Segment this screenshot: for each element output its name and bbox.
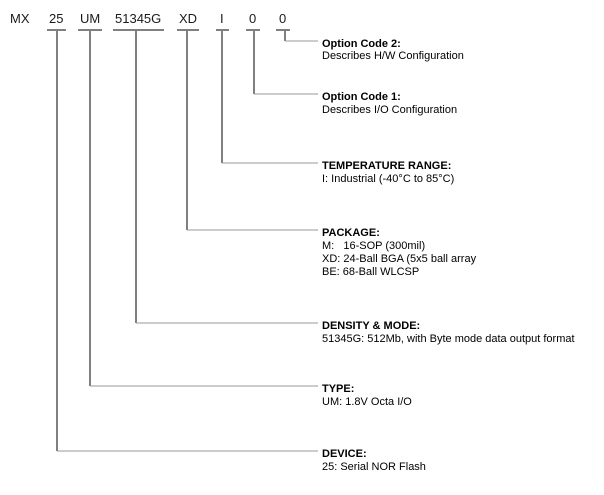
- field-option-code-1: Option Code 1: Describes I/O Configurati…: [322, 91, 457, 116]
- field-title: PACKAGE:: [322, 227, 380, 239]
- field-description: M: 16-SOP (300mil): [322, 240, 425, 252]
- field-description: UM: 1.8V Octa I/O: [322, 396, 412, 408]
- leader-density: [135, 31, 318, 324]
- segment-option-code-1: 0: [249, 11, 256, 26]
- field-title: TYPE:: [322, 383, 354, 395]
- field-description: 51345G: 512Mb, with Byte mode data outpu…: [322, 333, 575, 345]
- field-title: DENSITY & MODE:: [322, 320, 420, 332]
- field-title: DEVICE:: [322, 448, 367, 460]
- field-temperature-range: TEMPERATURE RANGE: I: Industrial (-40°C …: [322, 160, 454, 185]
- segment-prefix: MX: [10, 11, 30, 26]
- segment-option-code-2: 0: [279, 11, 286, 26]
- leader-device: [56, 31, 318, 452]
- field-description: Describes H/W Configuration: [322, 50, 464, 62]
- field-device: DEVICE: 25: Serial NOR Flash: [322, 448, 426, 473]
- field-package: PACKAGE: M: 16-SOP (300mil) XD: 24-Ball …: [322, 227, 477, 278]
- leader-package: [186, 31, 318, 231]
- segment-type: UM: [80, 11, 100, 26]
- field-description: 25: Serial NOR Flash: [322, 461, 426, 473]
- field-description: XD: 24-Ball BGA (5x5 ball array: [322, 253, 477, 265]
- leader-option-code-1: [253, 31, 318, 95]
- field-description: BE: 68-Ball WLCSP: [322, 266, 419, 278]
- segment-device: 25: [49, 11, 63, 26]
- leader-temperature: [221, 31, 318, 164]
- field-density-mode: DENSITY & MODE: 51345G: 512Mb, with Byte…: [322, 320, 575, 345]
- segment-temperature: I: [220, 11, 224, 26]
- leader-option-code-2: [284, 31, 318, 42]
- field-option-code-2: Option Code 2: Describes H/W Configurati…: [322, 38, 464, 62]
- segment-density: 51345G: [115, 11, 161, 26]
- field-title: Option Code 2:: [322, 38, 401, 50]
- field-title: Option Code 1:: [322, 91, 401, 103]
- leader-type: [89, 31, 318, 387]
- field-title: TEMPERATURE RANGE:: [322, 160, 451, 172]
- segment-package: XD: [179, 11, 197, 26]
- field-description: Describes I/O Configuration: [322, 104, 457, 116]
- field-description: I: Industrial (-40°C to 85°C): [322, 173, 454, 185]
- field-type: TYPE: UM: 1.8V Octa I/O: [322, 383, 412, 408]
